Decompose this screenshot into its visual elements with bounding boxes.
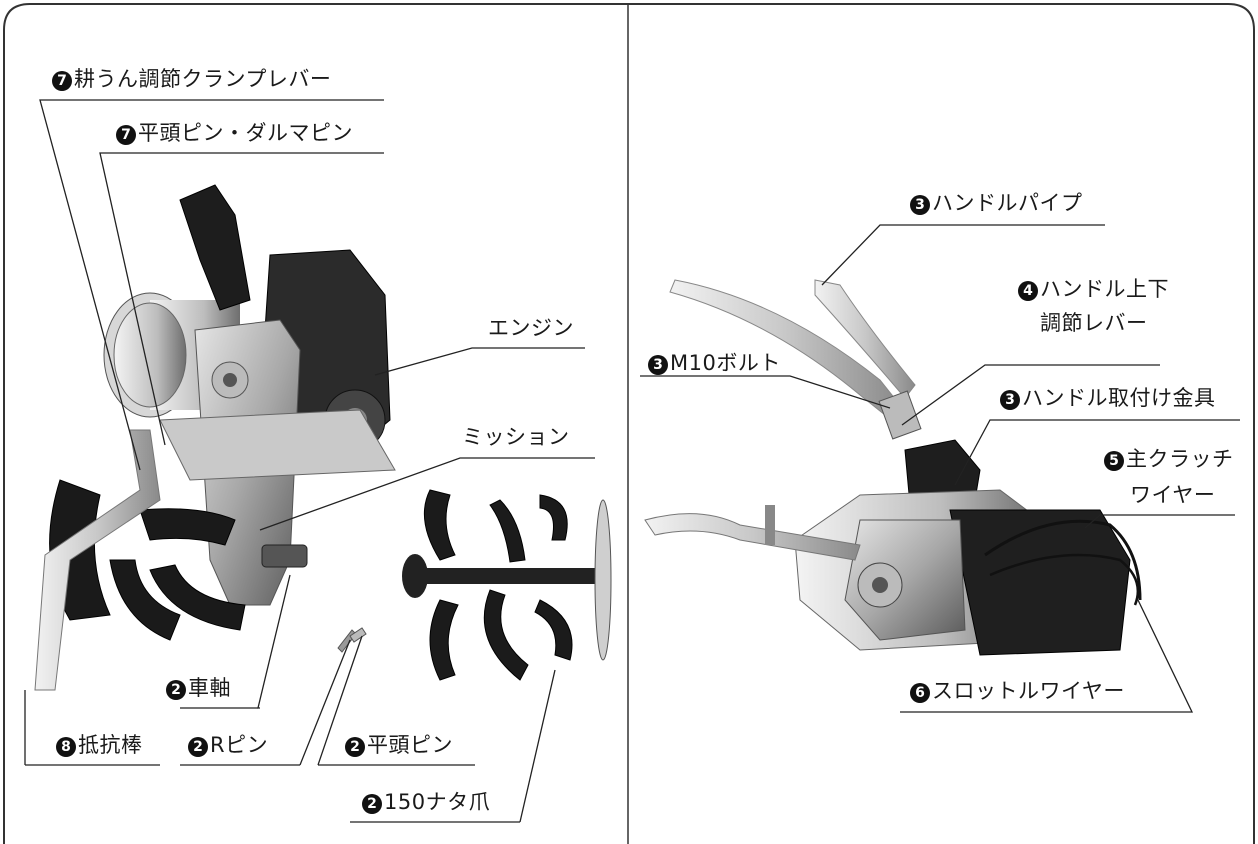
handle-grip (179, 184, 251, 311)
tine-assembly (402, 489, 612, 681)
label-main-clutch-wire-line2: ワイヤー (1130, 483, 1216, 507)
label-handle-updown-lever-line2: 調節レバー (1040, 311, 1148, 335)
label-engine: エンジン (488, 316, 574, 340)
number-badge: 2 (345, 737, 365, 757)
number-badge: 2 (166, 680, 186, 700)
clutch-wire (984, 519, 1142, 601)
axle-stub (261, 544, 308, 568)
number-badge: 3 (1000, 390, 1020, 410)
number-badge: 5 (1104, 451, 1124, 471)
number-badge: 8 (56, 737, 76, 757)
right-leader-lines (640, 224, 1240, 713)
number-badge: 7 (52, 71, 72, 91)
number-badge: 3 (910, 195, 930, 215)
number-badge: 2 (362, 794, 382, 814)
number-badge: 2 (188, 737, 208, 757)
number-badge: 6 (910, 683, 930, 703)
left-cultivator-illustration (34, 184, 612, 691)
throttle-wire-shape (989, 553, 1140, 606)
right-cultivator-illustration (644, 279, 1142, 656)
number-badge: 7 (116, 125, 136, 145)
resistance-bar-shape (34, 429, 161, 691)
front-lever (644, 513, 861, 561)
label-mission: ミッション (462, 425, 570, 449)
left-leader-lines (24, 99, 595, 823)
number-badge: 4 (1018, 281, 1038, 301)
number-badge: 3 (648, 355, 668, 375)
panel-frame (3, 3, 1255, 844)
